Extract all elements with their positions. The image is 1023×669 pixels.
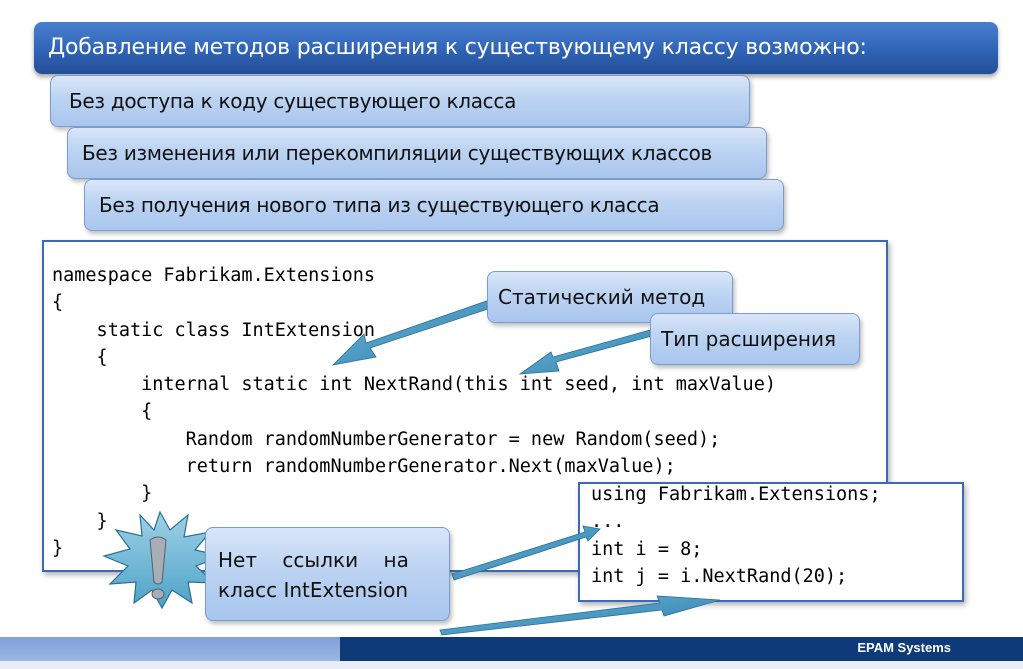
callout-no-reference-line2: класс IntExtension: [218, 578, 409, 602]
code-line: using Fabrikam.Extensions;: [591, 484, 881, 505]
code-line: return randomNumberGenerator.Next(maxVal…: [52, 456, 676, 478]
callout-static-method: Статический метод: [487, 271, 733, 323]
callout-extension-type: Тип расширения: [650, 313, 860, 365]
code-line: ...: [591, 511, 625, 533]
code-line: namespace Fabrikam.Extensions: [52, 265, 376, 286]
footer-brand: EPAM Systems: [857, 640, 951, 655]
callout-no-reference-line1: Нет ссылки на: [218, 548, 409, 572]
bullet-no-recompile: Без изменения или перекомпиляции существ…: [67, 127, 767, 179]
callout-no-reference: Нет ссылки на класс IntExtension: [205, 527, 450, 621]
code-usage: using Fabrikam.Extensions; ... int i = 8…: [591, 481, 881, 590]
arrow-static-method: [331, 297, 501, 366]
code-panel-usage: [578, 482, 964, 602]
code-line: int i = 8;: [591, 538, 703, 560]
bullet-no-new-type: Без получения нового типа из существующе…: [84, 179, 784, 231]
code-line: }: [52, 510, 108, 532]
footer-left-band: [0, 637, 340, 661]
code-line: }: [52, 537, 64, 559]
arrow-no-reference: [451, 525, 601, 581]
code-line: {: [52, 292, 64, 314]
footer-bottom-strip: [0, 661, 1023, 669]
code-line: int j = i.NextRand(20);: [591, 565, 848, 587]
footer-right-band: [340, 637, 1023, 661]
code-line: {: [52, 346, 108, 368]
code-line: }: [52, 483, 153, 505]
code-line: static class IntExtension: [52, 319, 376, 341]
code-main: namespace Fabrikam.Extensions { static c…: [52, 262, 776, 562]
code-line: {: [52, 401, 153, 423]
code-line: internal static int NextRand(this int se…: [52, 374, 776, 396]
arrow-extension-type: [518, 329, 653, 375]
arrow-to-usage: [439, 595, 721, 636]
bullet-no-source-access: Без доступа к коду существующего класса: [50, 75, 750, 127]
slide-title: Добавление методов расширения к существу…: [34, 22, 998, 74]
code-line: Random randomNumberGenerator = new Rando…: [52, 428, 721, 450]
